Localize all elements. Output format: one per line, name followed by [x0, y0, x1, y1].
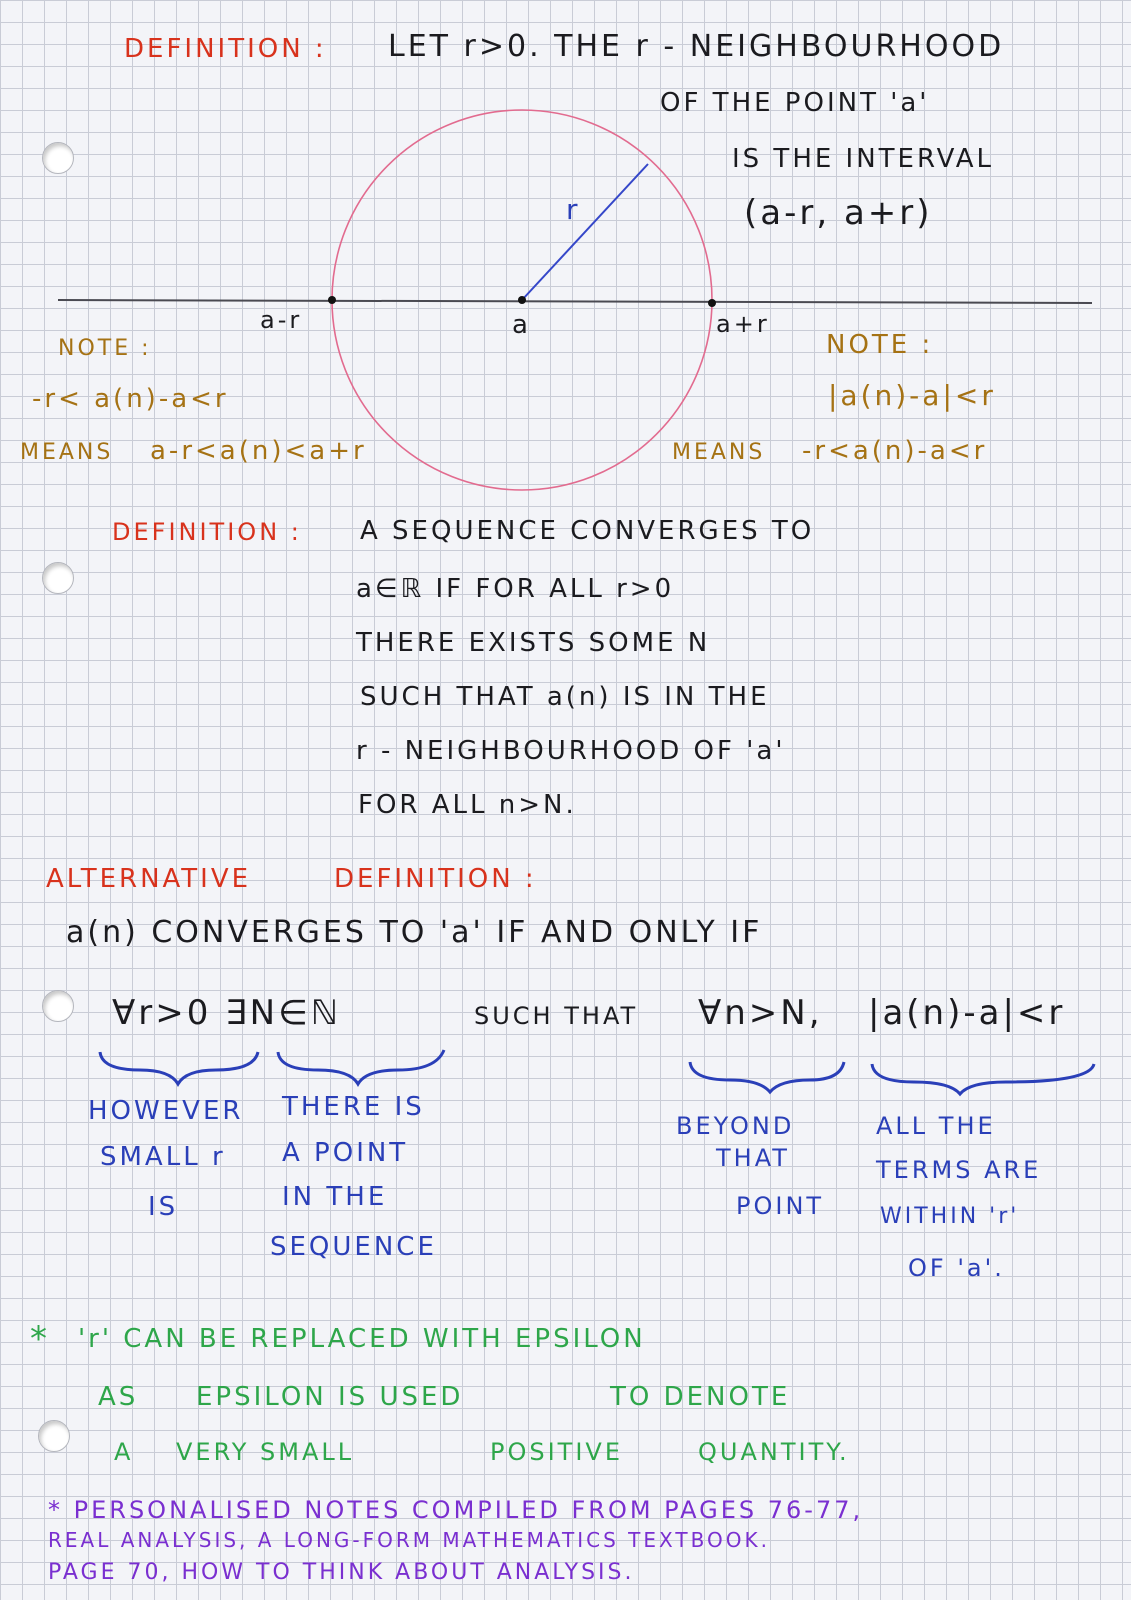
- definition-heading-convergence: DEFINITION :: [112, 518, 302, 546]
- explain-third-2: THAT: [716, 1144, 790, 1172]
- formula-quantifiers: ∀r>0 ∃N∈ℕ: [112, 993, 341, 1033]
- brace-fourth: [870, 1063, 1096, 1097]
- neighbourhood-line-2: OF THE POINT 'a': [660, 88, 930, 118]
- alternative-statement: a(n) CONVERGES TO 'a' IF AND ONLY IF: [66, 915, 763, 950]
- explain-second-3: IN THE: [282, 1182, 388, 1212]
- point-a-plus-r-dot: [708, 299, 716, 307]
- footnote-line-2: REAL ANALYSIS, A LONG-FORM MATHEMATICS T…: [48, 1528, 770, 1552]
- convergence-line-6: FOR ALL n>N.: [358, 790, 577, 820]
- formula-for-all-n: ∀n>N,: [698, 993, 823, 1033]
- convergence-line-1: A SEQUENCE CONVERGES TO: [360, 516, 815, 546]
- neighbourhood-line-1: LET r>0. THE r - NEIGHBOURHOOD: [388, 29, 1005, 64]
- epsilon-line-3-d: QUANTITY.: [698, 1438, 850, 1466]
- convergence-line-2: a∈ℝ IF FOR ALL r>0: [356, 574, 675, 604]
- explain-second-2: A POINT: [282, 1138, 409, 1168]
- epsilon-line-2-b: EPSILON IS USED: [196, 1382, 464, 1412]
- convergence-line-3: THERE EXISTS SOME N: [356, 628, 711, 658]
- explain-second-4: SEQUENCE: [270, 1232, 437, 1262]
- explain-third-1: BEYOND: [676, 1112, 795, 1140]
- footnote-line-1: * PERSONALISED NOTES COMPILED FROM PAGES…: [48, 1496, 864, 1524]
- explain-fourth-2: TERMS ARE: [876, 1156, 1042, 1184]
- explain-fourth-1: ALL THE: [876, 1112, 996, 1140]
- explain-second-1: THERE IS: [282, 1092, 425, 1122]
- epsilon-line-1: 'r' CAN BE REPLACED WITH EPSILON: [78, 1324, 646, 1354]
- binder-hole-4: [38, 1420, 70, 1452]
- point-a-dot: [518, 296, 526, 304]
- binder-hole-1: [42, 142, 74, 174]
- definition-heading-neighbourhood: DEFINITION :: [124, 34, 327, 64]
- note-right-means: MEANS: [672, 440, 766, 465]
- explain-first-2: SMALL r: [100, 1142, 226, 1172]
- radius-label: r: [566, 193, 581, 226]
- note-left-title: NOTE :: [58, 336, 152, 361]
- label-a: a: [512, 310, 531, 340]
- brace-first: [98, 1051, 260, 1088]
- epsilon-star: *: [30, 1319, 50, 1359]
- label-a-plus-r: a+r: [716, 310, 770, 338]
- brace-second: [276, 1049, 446, 1088]
- alternative-heading-b: DEFINITION :: [334, 864, 537, 894]
- note-right-line-2: -r<a(n)-a<r: [802, 436, 988, 466]
- binder-hole-3: [42, 990, 74, 1022]
- epsilon-line-3-a: A: [114, 1438, 134, 1466]
- radius-line: [521, 163, 649, 301]
- convergence-line-5: r - NEIGHBOURHOOD OF 'a': [356, 736, 786, 766]
- epsilon-line-2-a: AS: [98, 1382, 139, 1412]
- explain-fourth-3: WITHIN 'r': [880, 1204, 1020, 1229]
- epsilon-line-2-c: TO DENOTE: [610, 1382, 791, 1412]
- formula-inequality: |a(n)-a|<r: [868, 993, 1066, 1033]
- note-left-means: MEANS: [20, 440, 114, 465]
- number-line: [57, 299, 1093, 304]
- formula-such-that: SUCH THAT: [474, 1002, 639, 1030]
- footnote-line-3: PAGE 70, HOW TO THINK ABOUT ANALYSIS.: [48, 1560, 635, 1585]
- binder-hole-2: [42, 562, 74, 594]
- epsilon-line-3-c: POSITIVE: [490, 1438, 623, 1466]
- explain-fourth-4: OF 'a'.: [908, 1254, 1005, 1282]
- brace-third: [688, 1061, 846, 1095]
- note-left-line-1: -r< a(n)-a<r: [32, 384, 229, 414]
- note-left-line-2: a-r<a(n)<a+r: [150, 436, 367, 466]
- explain-first-3: IS: [148, 1192, 179, 1222]
- convergence-line-4: SUCH THAT a(n) IS IN THE: [360, 682, 770, 712]
- note-right-title: NOTE :: [826, 330, 934, 360]
- explain-third-3: POINT: [736, 1192, 825, 1220]
- note-right-line-1: |a(n)-a|<r: [828, 379, 996, 412]
- explain-first-1: HOWEVER: [88, 1096, 244, 1126]
- neighbourhood-interval: (a-r, a+r): [744, 193, 933, 233]
- epsilon-line-3-b: VERY SMALL: [176, 1438, 355, 1466]
- label-a-minus-r: a-r: [260, 306, 303, 334]
- neighbourhood-line-3: IS THE INTERVAL: [732, 144, 995, 174]
- alternative-heading-a: ALTERNATIVE: [46, 864, 252, 894]
- point-a-minus-r-dot: [328, 296, 336, 304]
